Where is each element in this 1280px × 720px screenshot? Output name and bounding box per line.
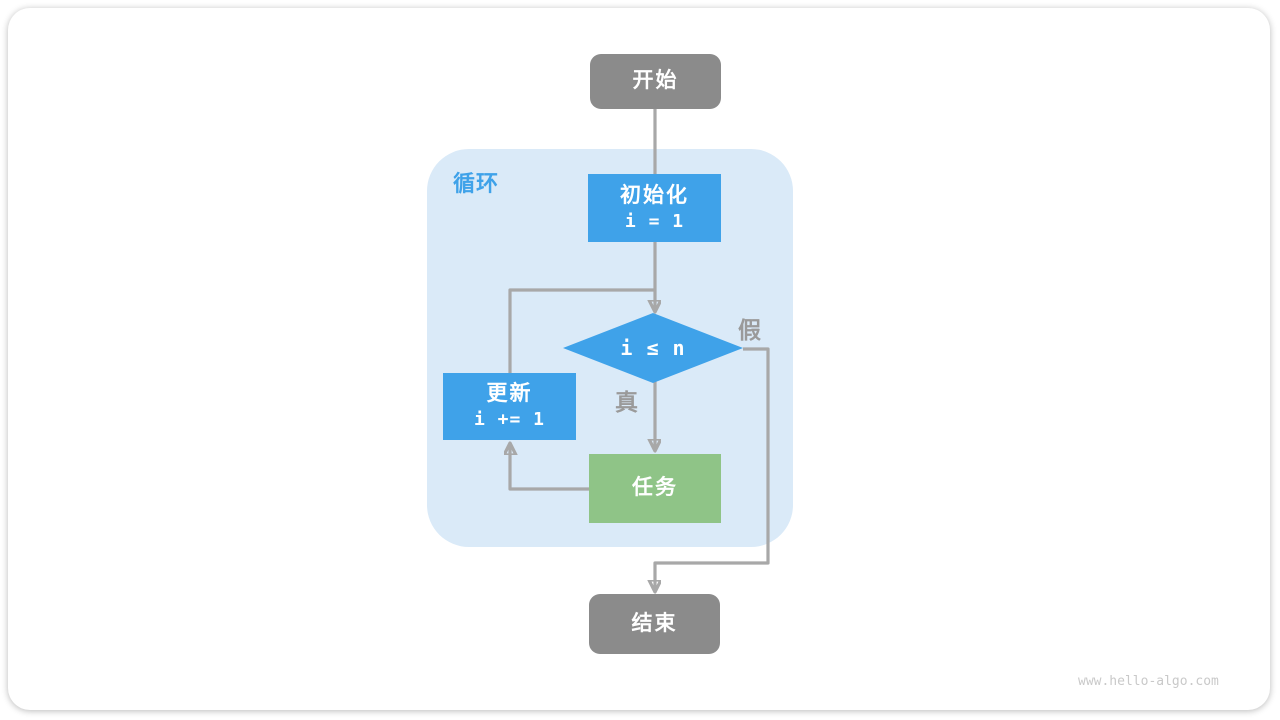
end-node-label: 结束 xyxy=(631,611,678,635)
init-node-title: 初始化 xyxy=(620,183,689,207)
start-node-label: 开始 xyxy=(632,69,679,93)
update-node: 更新 i += 1 xyxy=(443,373,576,440)
task-node: 任务 xyxy=(589,454,721,523)
edge-task-to-update xyxy=(510,444,589,491)
end-node: 结束 xyxy=(589,594,720,654)
edge-update-to-condition xyxy=(508,288,655,375)
init-node-code: i = 1 xyxy=(624,210,685,232)
watermark: www.hello-algo.com xyxy=(1078,674,1219,689)
branch-false-label: 假 xyxy=(738,317,761,343)
init-node: 初始化 i = 1 xyxy=(588,174,721,242)
loop-region-label: 循环 xyxy=(453,171,500,196)
start-node: 开始 xyxy=(590,54,721,109)
edge-condition-false-to-end xyxy=(655,347,770,591)
update-node-title: 更新 xyxy=(486,382,533,406)
branch-true-label: 真 xyxy=(615,389,638,415)
task-node-label: 任务 xyxy=(632,476,678,500)
update-node-code: i += 1 xyxy=(473,409,546,431)
condition-label: i ≤ n xyxy=(620,336,686,360)
